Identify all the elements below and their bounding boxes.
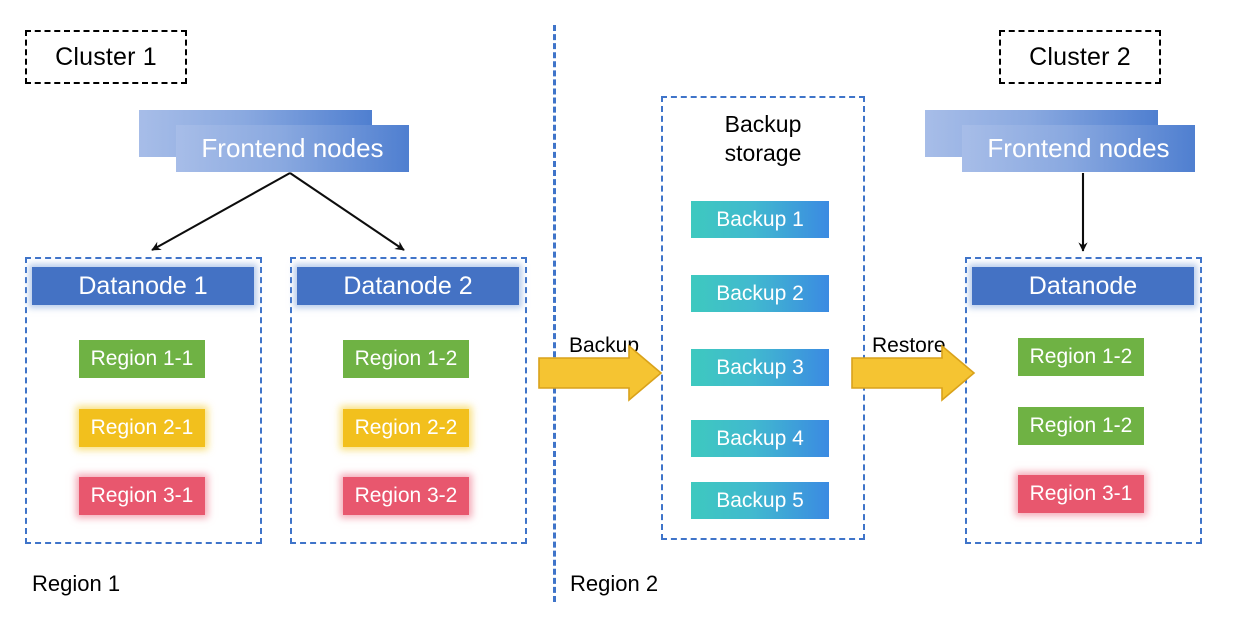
region-chip-label: Region 3-2: [354, 484, 458, 507]
datanode-2-container: [290, 257, 527, 544]
cluster2-datanode-header: Datanode: [972, 267, 1194, 305]
datanode-1-label: Datanode 1: [78, 271, 208, 300]
backup-chip-label: Backup 5: [716, 488, 804, 512]
region-chip: Region 1-2: [1018, 338, 1144, 376]
frontend-card-front: Frontend nodes: [962, 125, 1195, 172]
region-chip-label: Region 1-2: [354, 347, 458, 370]
backup-chip-label: Backup 4: [716, 426, 804, 450]
datanode-2-label: Datanode 2: [343, 271, 473, 300]
arrow-frontend-to-datanode-1: [151, 172, 291, 251]
region-chip-label: Region 3-1: [90, 484, 194, 507]
region-chip: Region 2-2: [343, 409, 469, 447]
backup-chip-label: Backup 2: [716, 281, 804, 305]
cluster-2-title-box: Cluster 2: [999, 30, 1161, 84]
backup-chip: Backup 5: [691, 482, 829, 519]
restore-flow-label: Restore: [872, 334, 946, 357]
region-chip-label: Region 1-2: [1029, 345, 1133, 368]
cluster2-frontend-nodes: Frontend nodes: [925, 110, 1195, 172]
cluster1-frontend-nodes: Frontend nodes: [139, 110, 409, 172]
backup-chip: Backup 3: [691, 349, 829, 386]
region-chip-label: Region 1-1: [90, 347, 194, 370]
region-chip: Region 1-2: [343, 340, 469, 378]
cluster2-frontend-label: Frontend nodes: [987, 133, 1170, 163]
backup-chip-label: Backup 3: [716, 355, 804, 379]
backup-storage-title: Backup storage: [661, 110, 865, 168]
backup-chip: Backup 1: [691, 201, 829, 238]
region-chip-label: Region 2-2: [354, 416, 458, 439]
backup-chip-label: Backup 1: [716, 207, 804, 231]
cluster-1-title: Cluster 1: [55, 42, 157, 71]
region-chip: Region 3-2: [343, 477, 469, 515]
region-chip: Region 1-1: [79, 340, 205, 378]
backup-storage-title-line1: Backup: [724, 111, 802, 137]
region-chip: Region 3-1: [1018, 475, 1144, 513]
region-chip-label: Region 2-1: [90, 416, 194, 439]
backup-storage-container: [661, 96, 865, 540]
backup-chip: Backup 2: [691, 275, 829, 312]
region-chip: Region 1-2: [1018, 407, 1144, 445]
region-1-label: Region 1: [32, 571, 121, 596]
region-chip: Region 2-1: [79, 409, 205, 447]
frontend-card-front: Frontend nodes: [176, 125, 409, 172]
cluster1-frontend-label: Frontend nodes: [201, 133, 384, 163]
arrow-frontend-to-datanode-2: [289, 172, 405, 251]
region-chip-label: Region 3-1: [1029, 482, 1133, 505]
cluster-2-title: Cluster 2: [1029, 42, 1131, 71]
region-chip-label: Region 1-2: [1029, 414, 1133, 437]
cluster2-datanode-label: Datanode: [1028, 271, 1138, 300]
backup-flow-label: Backup: [569, 334, 640, 357]
region-2-label: Region 2: [570, 571, 659, 596]
region-divider: [553, 25, 556, 602]
region-chip: Region 3-1: [79, 477, 205, 515]
datanode-1-container: [25, 257, 262, 544]
backup-storage-title-line2: storage: [724, 139, 802, 166]
datanode-1-header: Datanode 1: [32, 267, 254, 305]
datanode-2-header: Datanode 2: [297, 267, 519, 305]
backup-chip: Backup 4: [691, 420, 829, 457]
cluster-1-title-box: Cluster 1: [25, 30, 187, 84]
